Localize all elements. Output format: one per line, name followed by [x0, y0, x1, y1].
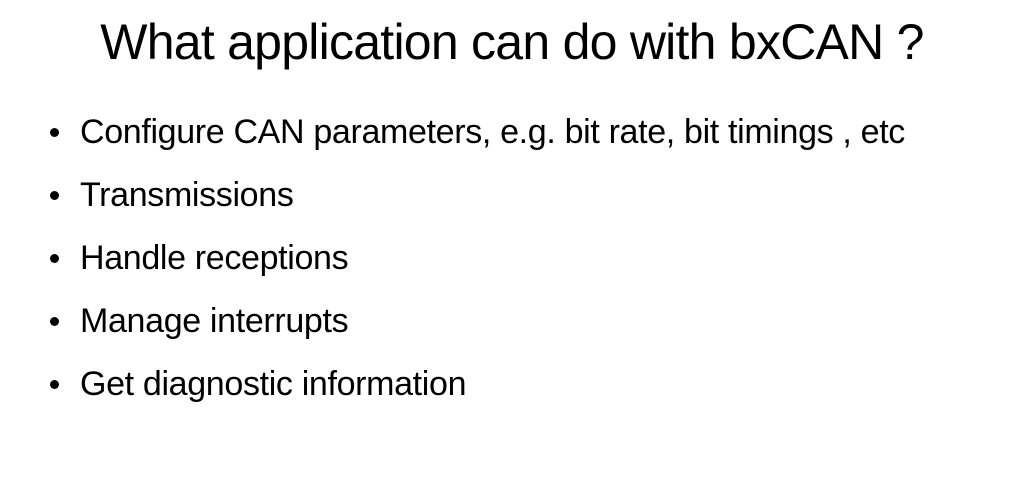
bullet-icon	[50, 317, 59, 326]
bullet-text: Handle receptions	[80, 239, 349, 277]
bullet-text: Configure CAN parameters, e.g. bit rate,…	[80, 113, 905, 151]
bullet-item-receptions: Handle receptions	[0, 232, 940, 284]
bullet-item-transmissions: Transmissions	[0, 169, 940, 221]
bullet-icon	[50, 380, 59, 389]
bullet-icon	[50, 128, 59, 137]
bullet-text: Get diagnostic information	[80, 365, 467, 403]
bullet-list: Configure CAN parameters, e.g. bit rate,…	[0, 106, 940, 410]
bullet-item-configure: Configure CAN parameters, e.g. bit rate,…	[0, 106, 940, 158]
bullet-icon	[50, 191, 59, 200]
bullet-text: Transmissions	[80, 176, 294, 214]
bullet-item-interrupts: Manage interrupts	[0, 295, 940, 347]
bullet-icon	[50, 254, 59, 263]
bullet-text: Manage interrupts	[80, 302, 349, 340]
bullet-item-diagnostic: Get diagnostic information	[0, 358, 940, 410]
slide-title: What application can do with bxCAN ?	[100, 14, 924, 70]
